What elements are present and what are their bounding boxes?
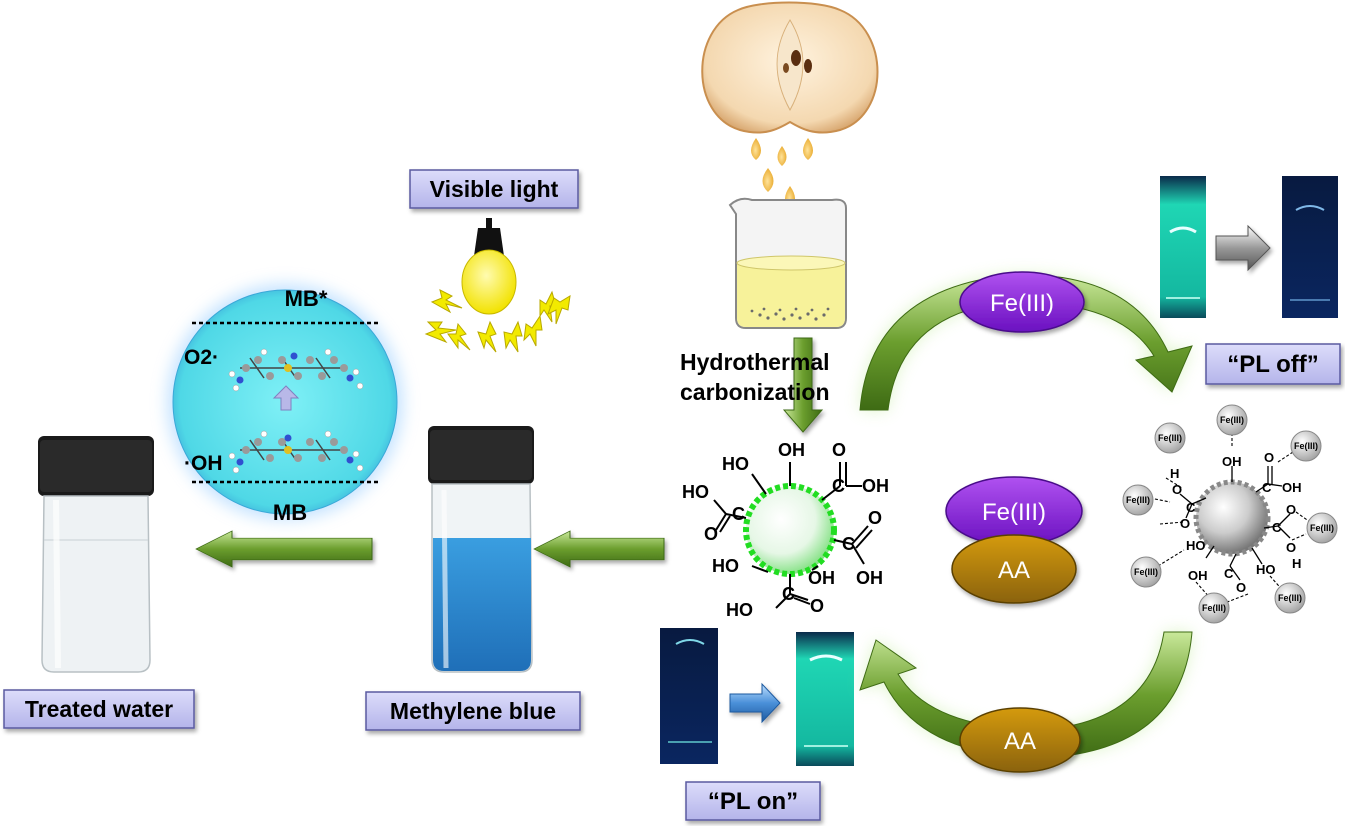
fe-oval-top: Fe(III) bbox=[959, 271, 1085, 333]
cd-group-oh-top: OH bbox=[778, 440, 805, 460]
mb-label: MB bbox=[273, 500, 307, 525]
fe-bead-1: Fe(III) bbox=[1158, 433, 1182, 443]
aa-oval-bottom: AA bbox=[959, 707, 1081, 773]
fecd-o-right: O bbox=[1286, 502, 1296, 517]
cd-group-oh-topright: OH bbox=[862, 476, 889, 496]
mb-photocatalysis-circle: MB* O2· ·OH MB bbox=[167, 284, 403, 525]
cd-group-o-topright: O bbox=[832, 440, 846, 460]
cd-group-ho-bottomleft: HO bbox=[712, 556, 739, 576]
pl-off-label: “PL off” bbox=[1205, 343, 1341, 385]
fecd-oh-bottomleft: OH bbox=[1188, 568, 1208, 583]
pl-off-text: “PL off” bbox=[1227, 351, 1319, 378]
carbon-dot: OH HO O C OH HO C O O C OH HO OH C O HO bbox=[682, 440, 889, 620]
fe-oval-top-text: Fe(III) bbox=[990, 290, 1054, 317]
cd-group-ho-left: HO bbox=[682, 482, 709, 502]
cd-group-c-topright: C bbox=[832, 476, 845, 496]
oh-radical-label: ·OH bbox=[184, 452, 223, 475]
visible-light-text: Visible light bbox=[430, 176, 559, 202]
cuvette-pl-off-before bbox=[1160, 176, 1206, 318]
fecd-h-left: H bbox=[1170, 466, 1179, 481]
beaker bbox=[728, 197, 847, 329]
methylene-blue-vial bbox=[428, 426, 534, 673]
fe-oval-center: Fe(III) bbox=[945, 476, 1083, 546]
hydrothermal-arrow bbox=[782, 337, 824, 433]
fe-beads: Fe(III) Fe(III) Fe(III) Fe(III) Fe(III) … bbox=[1122, 404, 1338, 624]
cd-group-ho-bottom: HO bbox=[726, 600, 753, 620]
fecd-o-left2: O bbox=[1180, 516, 1190, 531]
methylene-blue-text: Methylene blue bbox=[390, 698, 556, 724]
fecd-oh-topright: OH bbox=[1282, 480, 1302, 495]
cd-group-oh-bottom: OH bbox=[808, 568, 835, 588]
treated-water-label: Treated water bbox=[3, 689, 195, 729]
cd-group-o-left: O bbox=[704, 524, 718, 544]
methylene-blue-label: Methylene blue bbox=[365, 691, 581, 731]
arrow-to-treated-water bbox=[195, 530, 373, 568]
cd-group-c-left: C bbox=[732, 504, 745, 524]
fe-bound-carbon-dot: OH O C OH H O C O O C O H HO OH C O HO F… bbox=[1122, 404, 1338, 624]
aa-oval-bottom-text: AA bbox=[1004, 728, 1036, 755]
fe-oval-center-text: Fe(III) bbox=[982, 499, 1046, 526]
mb-molecule-ground bbox=[228, 430, 364, 474]
aa-oval-center: AA bbox=[951, 534, 1077, 604]
cuvette-pl-on-before bbox=[660, 628, 718, 764]
light-bulb-icon bbox=[424, 218, 571, 353]
mb-molecule-excited bbox=[228, 348, 364, 392]
mb-star-label: MB* bbox=[285, 286, 328, 311]
fe-bead-7: Fe(III) bbox=[1202, 603, 1226, 613]
pl-on-label: “PL on” bbox=[685, 781, 821, 821]
fe-bead-3: Fe(III) bbox=[1294, 441, 1318, 451]
pl-on-text: “PL on” bbox=[708, 788, 798, 815]
fecd-c-left: C bbox=[1186, 500, 1196, 515]
fecd-oh-top: OH bbox=[1222, 454, 1242, 469]
fecd-o-left: O bbox=[1172, 482, 1182, 497]
aa-oval-center-text: AA bbox=[998, 557, 1030, 584]
fe-bead-8: Fe(III) bbox=[1278, 593, 1302, 603]
cd-group-o-bottom: O bbox=[810, 596, 824, 616]
cuvette-pl-off-after bbox=[1282, 176, 1338, 318]
cd-group-c-right: C bbox=[842, 534, 855, 554]
fecd-o-bottom: O bbox=[1236, 580, 1246, 595]
cycle-arrow-top bbox=[859, 274, 1193, 411]
cd-group-oh-right: OH bbox=[856, 568, 883, 588]
fecd-h-right: H bbox=[1292, 556, 1301, 571]
fe-bead-4: Fe(III) bbox=[1126, 495, 1150, 505]
treated-water-vial bbox=[38, 436, 154, 673]
cycle-arrow-bottom bbox=[859, 631, 1193, 759]
fecd-ho-bottomright: HO bbox=[1256, 562, 1276, 577]
cd-group-c-bottom: C bbox=[782, 584, 795, 604]
fe-bead-5: Fe(III) bbox=[1310, 523, 1334, 533]
fe-bead-6: Fe(III) bbox=[1134, 567, 1158, 577]
fecd-o-right2: O bbox=[1286, 540, 1296, 555]
cd-group-ho-topleft: HO bbox=[722, 454, 749, 474]
excitation-arrow bbox=[272, 385, 300, 411]
cd-group-o-right: O bbox=[868, 508, 882, 528]
pear-image bbox=[701, 1, 879, 134]
grey-arrow bbox=[1215, 224, 1271, 272]
fecd-o-top: O bbox=[1264, 450, 1274, 465]
visible-light-label: Visible light bbox=[409, 169, 579, 209]
fecd-c-right: C bbox=[1272, 520, 1282, 535]
fecd-ho-bottomleft: HO bbox=[1186, 538, 1206, 553]
blue-arrow bbox=[729, 682, 781, 724]
fecd-c-bottom: C bbox=[1224, 566, 1234, 581]
treated-water-text: Treated water bbox=[25, 696, 173, 722]
arrow-to-methylene-blue bbox=[533, 530, 665, 568]
hydrothermal-label-line1: Hydrothermal bbox=[680, 349, 830, 375]
cuvette-pl-on-after bbox=[796, 632, 854, 766]
o2-radical-label: O2· bbox=[184, 346, 219, 369]
fecd-c-top: C bbox=[1262, 480, 1272, 495]
hydrothermal-label-line2: carbonization bbox=[680, 379, 830, 405]
fe-bead-2: Fe(III) bbox=[1220, 415, 1244, 425]
